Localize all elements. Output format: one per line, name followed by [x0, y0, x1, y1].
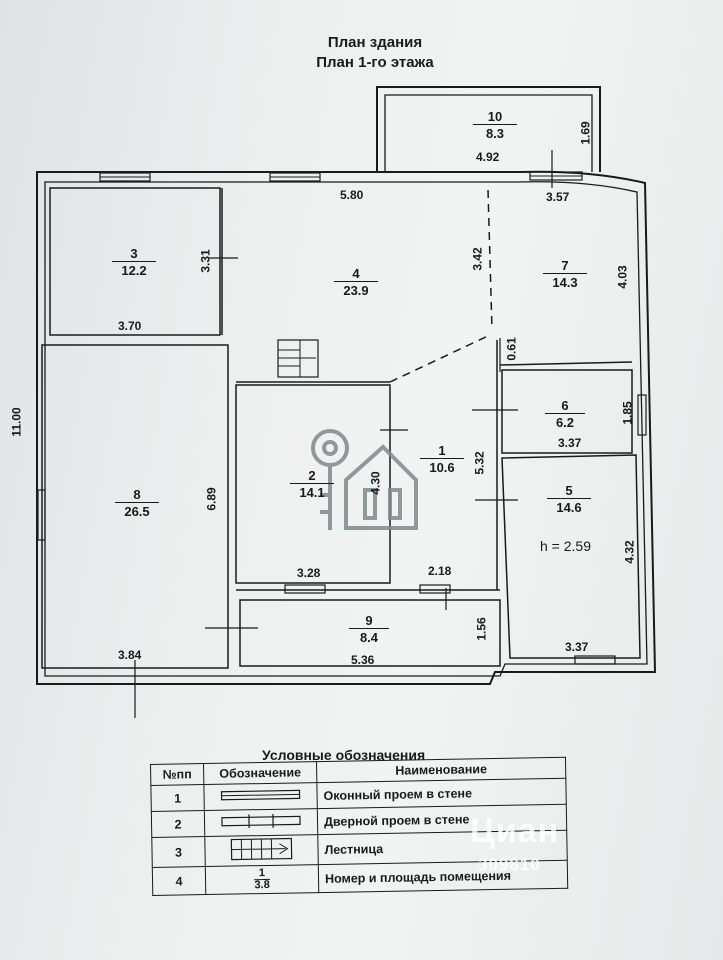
dim-room8-right: 6.89	[204, 487, 219, 511]
dim-room1-bottom: 2.18	[428, 564, 452, 578]
window-symbol-icon	[220, 789, 301, 801]
dim-balcony-width: 4.92	[476, 150, 500, 164]
dim-room2-bottom: 3.28	[297, 566, 321, 580]
dim-room8-bottom: 3.84	[118, 648, 142, 662]
stair-symbol-icon	[230, 837, 293, 861]
room-1: 1 10.6	[420, 443, 464, 475]
dim-room3-height: 3.31	[198, 249, 213, 273]
dim-room9-height: 1.56	[474, 617, 489, 641]
dim-room6-height: 1.85	[620, 401, 635, 425]
dim-room6-width: 3.37	[558, 436, 582, 450]
room-10: 10 8.3	[473, 109, 517, 141]
legend-row-num: 2	[151, 810, 205, 838]
plan-subtitle: План 1-го этажа	[316, 54, 434, 71]
room-number: 1	[438, 443, 446, 458]
room-area: 12.2	[112, 261, 156, 278]
room-number: 9	[365, 613, 373, 628]
ceiling-height: h = 2.59	[540, 538, 591, 554]
room-area: 23.9	[334, 281, 378, 298]
room-area: 10.6	[420, 458, 464, 475]
dim-room9-width: 5.36	[351, 653, 375, 667]
room-number: 10	[487, 109, 503, 124]
room-area: 6.2	[545, 413, 585, 430]
room-9: 9 8.4	[349, 613, 389, 645]
room-area: 14.1	[290, 483, 334, 500]
room-7: 7 14.3	[543, 258, 587, 290]
dim-room2-right: 4.30	[368, 471, 383, 495]
room-area: 14.6	[547, 498, 591, 515]
room-8: 8 26.5	[115, 487, 159, 519]
room-number: 8	[133, 487, 141, 502]
room-4: 4 23.9	[334, 266, 378, 298]
room-2: 2 14.1	[290, 468, 334, 500]
watermark-code: 309810	[478, 855, 541, 874]
legend-row-num: 4	[152, 866, 206, 896]
dim-balcony-depth: 1.69	[578, 121, 593, 145]
legend-col-num: №пп	[150, 763, 204, 786]
house-key-logo-icon	[311, 429, 418, 530]
dim-room5-bottom: 3.37	[565, 640, 589, 654]
room-number: 3	[130, 246, 138, 261]
legend-col-symbol: Обозначение	[203, 761, 317, 785]
inner-wall-outline	[44, 181, 648, 677]
room-number: 5	[565, 483, 573, 498]
room-3: 3 12.2	[112, 246, 156, 278]
symbol-number: 1	[258, 867, 266, 880]
legend-row-num: 3	[151, 836, 206, 868]
room-area: 14.3	[543, 273, 587, 290]
dim-overall-height: 11.00	[9, 407, 24, 437]
dim-room7-right: 4.03	[615, 265, 630, 289]
plan-title: План здания	[327, 34, 423, 51]
room-number: 2	[308, 468, 316, 483]
balcony-outline	[376, 86, 601, 172]
legend-table: №пп Обозначение Наименование 1 Оконный п…	[150, 757, 568, 896]
legend-row: 2 Дверной проем в стене	[151, 804, 567, 838]
dim-room4-right: 3.42	[470, 247, 485, 271]
dim-room7-top: 3.57	[546, 190, 570, 204]
door-symbol-icon	[221, 813, 301, 829]
room-6: 6 6.2	[545, 398, 585, 430]
room-label-symbol: 1 3.8	[254, 867, 270, 892]
dim-small-gap: 0.61	[504, 337, 519, 361]
legend-row: 1 Оконный проем в стене	[150, 778, 567, 812]
dim-room4-width: 5.80	[340, 188, 364, 202]
symbol-area: 3.8	[254, 878, 270, 892]
dim-room5-right: 4.32	[622, 540, 637, 564]
room-area: 26.5	[115, 502, 159, 519]
room-number: 7	[561, 258, 569, 273]
watermark-brand: Циан	[470, 812, 560, 850]
legend-row: 3 Лестница	[151, 830, 568, 868]
room-area: 8.4	[349, 628, 389, 645]
legend-title: Условные обозначения	[262, 747, 426, 763]
room-5: 5 14.6	[547, 483, 591, 515]
room-number: 6	[561, 398, 569, 413]
dim-room1-right: 5.32	[472, 451, 487, 475]
dim-room3-width: 3.70	[118, 319, 142, 333]
legend-row-num: 1	[150, 784, 205, 812]
room-area: 8.3	[473, 124, 517, 141]
room-number: 4	[352, 266, 360, 281]
